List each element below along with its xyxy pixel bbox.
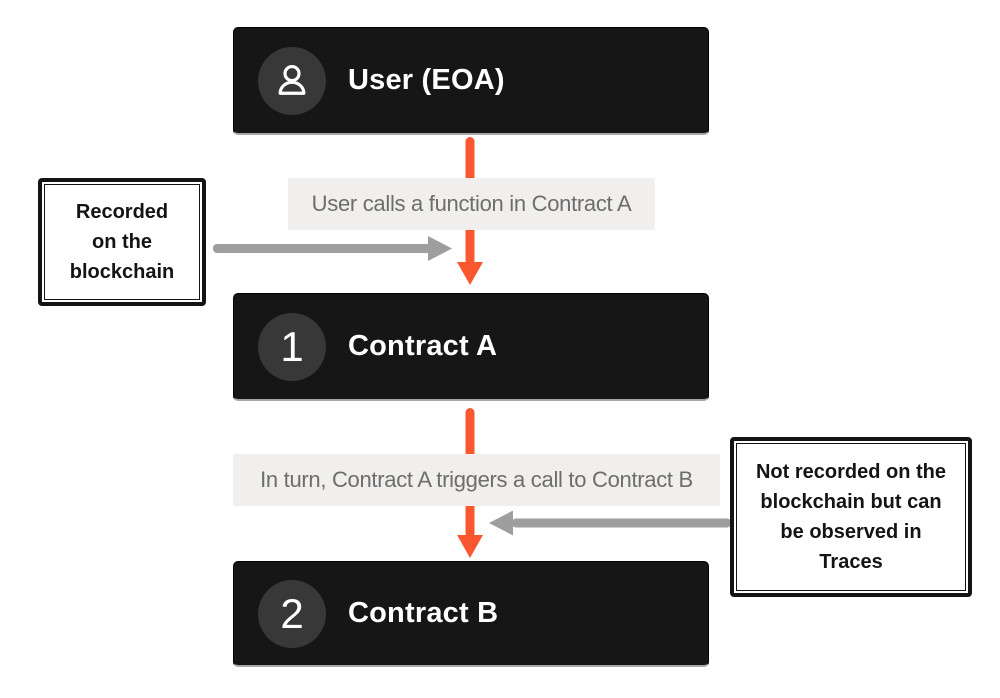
step-1-badge: 1 [258,312,326,381]
flow-arrowhead-down-icon [457,535,483,558]
note-not-recorded-traces: Not recorded on the blockchain but can b… [730,437,972,597]
flow-arrowhead-down-icon [457,262,483,285]
note-line: blockchain but can [760,491,942,513]
note-line: blockchain [69,261,175,283]
note-line: be observed in [780,521,922,543]
edge-label-contract-a-triggers-b: In turn, Contract A triggers a call to C… [233,454,720,506]
note-arrow-recorded [213,236,452,261]
note-line: Not recorded on the [755,461,946,483]
note-line: on the [92,231,152,253]
person-icon [278,64,306,95]
node-user-eoa: User (EOA) [233,27,709,135]
note-arrowhead-right-icon [428,236,452,261]
note-line: Traces [819,551,883,573]
note-recorded-on-blockchain: Recorded on the blockchain [38,178,206,306]
node-title-user: User (EOA) [348,64,505,96]
note-arrowhead-left-icon [489,510,513,536]
user-avatar-badge [258,46,326,115]
note-arrow-not-recorded [489,510,731,536]
node-contract-a: 1 Contract A [233,293,709,401]
note-arrow-shaft [512,518,731,528]
node-title-contract-a: Contract A [348,330,498,362]
note-line: Recorded [75,201,169,223]
step-2-badge: 2 [258,579,326,648]
node-contract-b: 2 Contract B [233,561,709,667]
node-title-contract-b: Contract B [348,597,499,629]
note-arrow-shaft [213,244,431,253]
edge-label-user-calls-contract-a: User calls a function in Contract A [288,178,655,230]
